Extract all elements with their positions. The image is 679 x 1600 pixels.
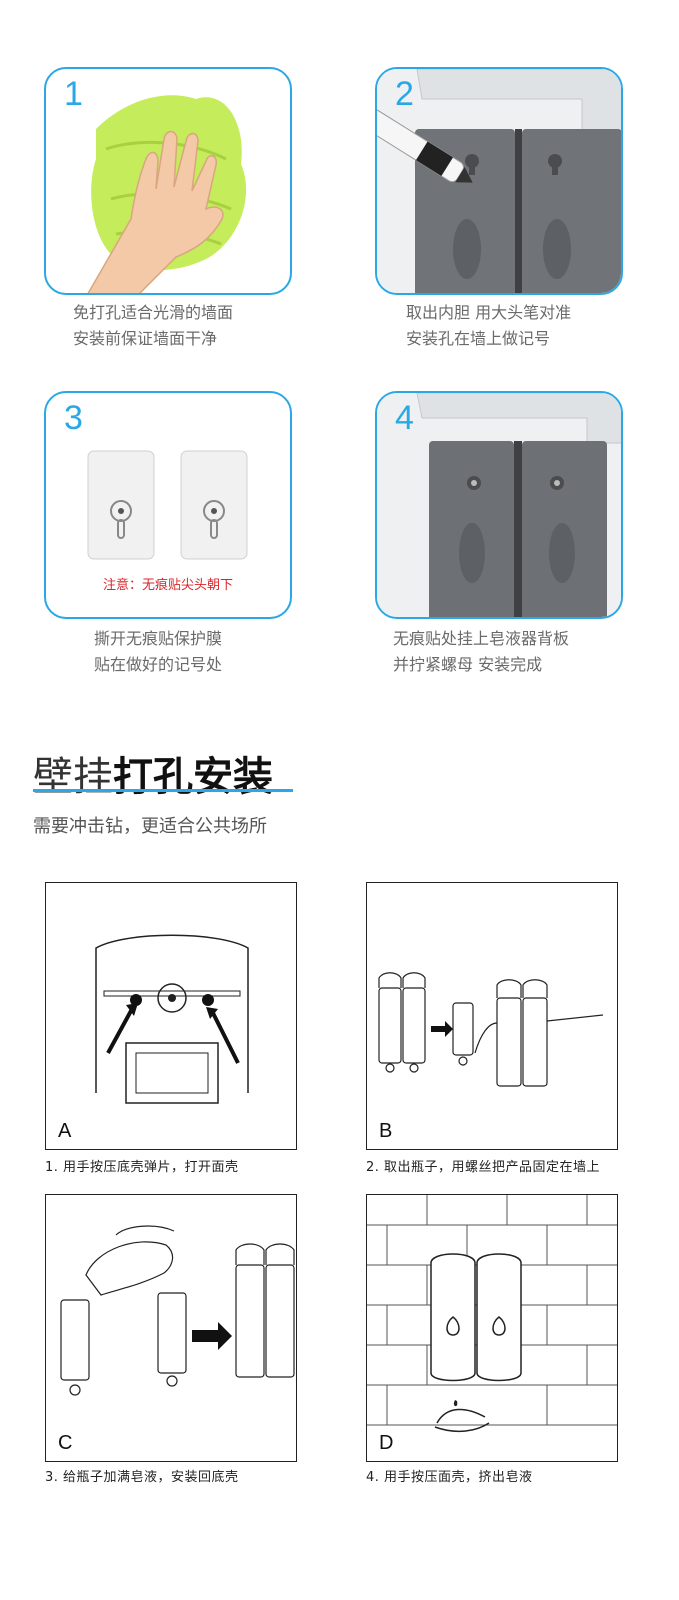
step-card-3: 3 注意：无痕贴尖头朝下 xyxy=(44,391,292,619)
diagram-caption-b: 2. 取出瓶子，用螺丝把产品固定在墙上 xyxy=(366,1160,601,1175)
section-title: 壁挂打孔安装 xyxy=(33,744,273,802)
diagram-card-a: A xyxy=(45,882,297,1150)
step-card-2: 2 xyxy=(375,67,623,295)
title-bold: 打孔安装 xyxy=(113,754,273,800)
mounted-backplate-illustration xyxy=(377,393,621,617)
caption-line: 安装前保证墙面干净 xyxy=(73,329,218,348)
caption-line: 取出内胆 用大头笔对准 xyxy=(406,303,572,322)
caption-line: 无痕贴处挂上皂液器背板 xyxy=(393,629,570,648)
step-caption-2: 取出内胆 用大头笔对准 安装孔在墙上做记号 xyxy=(406,300,679,352)
step-card-4: 4 xyxy=(375,391,623,619)
diagram-letter: A xyxy=(58,1120,72,1142)
diagram-letter: D xyxy=(379,1432,394,1454)
note-text: 注意：无痕贴尖头朝下 xyxy=(102,578,233,593)
step-caption-3: 撕开无痕贴保护膜 贴在做好的记号处 xyxy=(94,626,374,678)
dispenser-marking-illustration xyxy=(377,69,621,293)
step-caption-4: 无痕贴处挂上皂液器背板 并拧紧螺母 安装完成 xyxy=(393,626,673,678)
diagram-card-b: B xyxy=(366,882,618,1150)
caption-line: 贴在做好的记号处 xyxy=(94,655,223,674)
open-cover-diagram xyxy=(95,934,249,1104)
caption-line: 并拧紧螺母 安装完成 xyxy=(393,655,543,674)
diagram-caption-a: 1. 用手按压底壳弹片，打开面壳 xyxy=(45,1160,239,1175)
title-light: 壁挂 xyxy=(33,754,113,800)
diagram-letter: C xyxy=(58,1432,73,1454)
diagram-letter: B xyxy=(379,1120,393,1142)
caption-line: 撕开无痕贴保护膜 xyxy=(94,629,223,648)
diagram-card-d: D xyxy=(366,1194,618,1462)
caption-line: 免打孔适合光滑的墙面 xyxy=(73,303,234,322)
title-underline xyxy=(33,789,293,792)
step-number: 2 xyxy=(395,75,414,113)
press-cover-diagram xyxy=(367,1195,617,1433)
remove-bottle-diagram xyxy=(378,972,604,1087)
section-subtitle: 需要冲击钻，更适合公共场所 xyxy=(33,816,267,837)
step-number: 3 xyxy=(64,399,83,437)
cloth-wipe-illustration xyxy=(87,95,247,293)
step-caption-1: 免打孔适合光滑的墙面 安装前保证墙面干净 xyxy=(73,300,353,352)
step-number: 4 xyxy=(395,399,414,437)
step-card-1: 1 xyxy=(44,67,292,295)
diagram-card-c: C xyxy=(45,1194,297,1462)
diagram-caption-c: 3. 给瓶子加满皂液，安装回底壳 xyxy=(45,1470,239,1485)
step-number: 1 xyxy=(64,75,83,113)
adhesive-hooks-illustration xyxy=(87,450,248,560)
diagram-caption-d: 4. 用手按压面壳，挤出皂液 xyxy=(366,1470,533,1485)
refill-bottle-diagram xyxy=(60,1225,295,1396)
caption-line: 安装孔在墙上做记号 xyxy=(406,329,551,348)
